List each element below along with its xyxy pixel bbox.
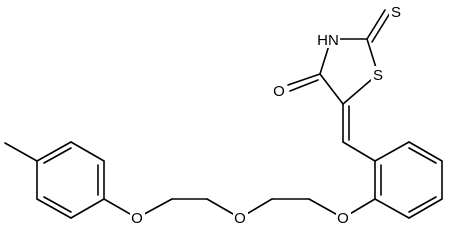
bond-c5-c4 — [319, 73, 344, 105]
bond-phenyl-3-inner — [408, 147, 437, 164]
bond-phenyl-6 — [374, 198, 410, 219]
bond-phenyl-5 — [408, 198, 443, 219]
bond-carbonyl-1 — [287, 73, 321, 86]
bond-tolyl-5-inner — [43, 196, 72, 213]
atom-label-s-thione: S — [391, 4, 401, 21]
bond-tolyl-4 — [70, 198, 105, 219]
atom-label-s-ring: S — [373, 67, 383, 84]
bonds — [4, 9, 443, 219]
bond-tolyl-2 — [70, 141, 105, 162]
bond-tolyl-5 — [36, 198, 72, 219]
atom-labels: HN S S O O O O — [130, 3, 403, 227]
bond-thione-2 — [371, 12, 391, 43]
structure-canvas: HN S S O O O O — [4, 3, 443, 227]
atom-label-o-ether-1: O — [131, 210, 143, 227]
bond-carbonyl-2 — [289, 79, 319, 92]
atom-label-nh: HN — [317, 32, 339, 49]
atom-label-o-ether-3: O — [337, 210, 349, 227]
atom-label-o-ether-2: O — [234, 210, 246, 227]
bond-tolyl-1-inner — [43, 147, 72, 164]
bond-aryl-ch — [342, 141, 376, 162]
bond-methyl — [4, 142, 38, 162]
bond-tolyl-1 — [36, 141, 72, 162]
bond-phenyl-3 — [408, 141, 443, 162]
bond-phenyl-2 — [374, 141, 410, 162]
bond-thione-1 — [366, 9, 386, 40]
molecule-diagram: HN S S O O O O — [4, 3, 443, 227]
atom-label-o-carbonyl: O — [273, 83, 285, 100]
bond-phenyl-5-inner — [408, 196, 437, 213]
